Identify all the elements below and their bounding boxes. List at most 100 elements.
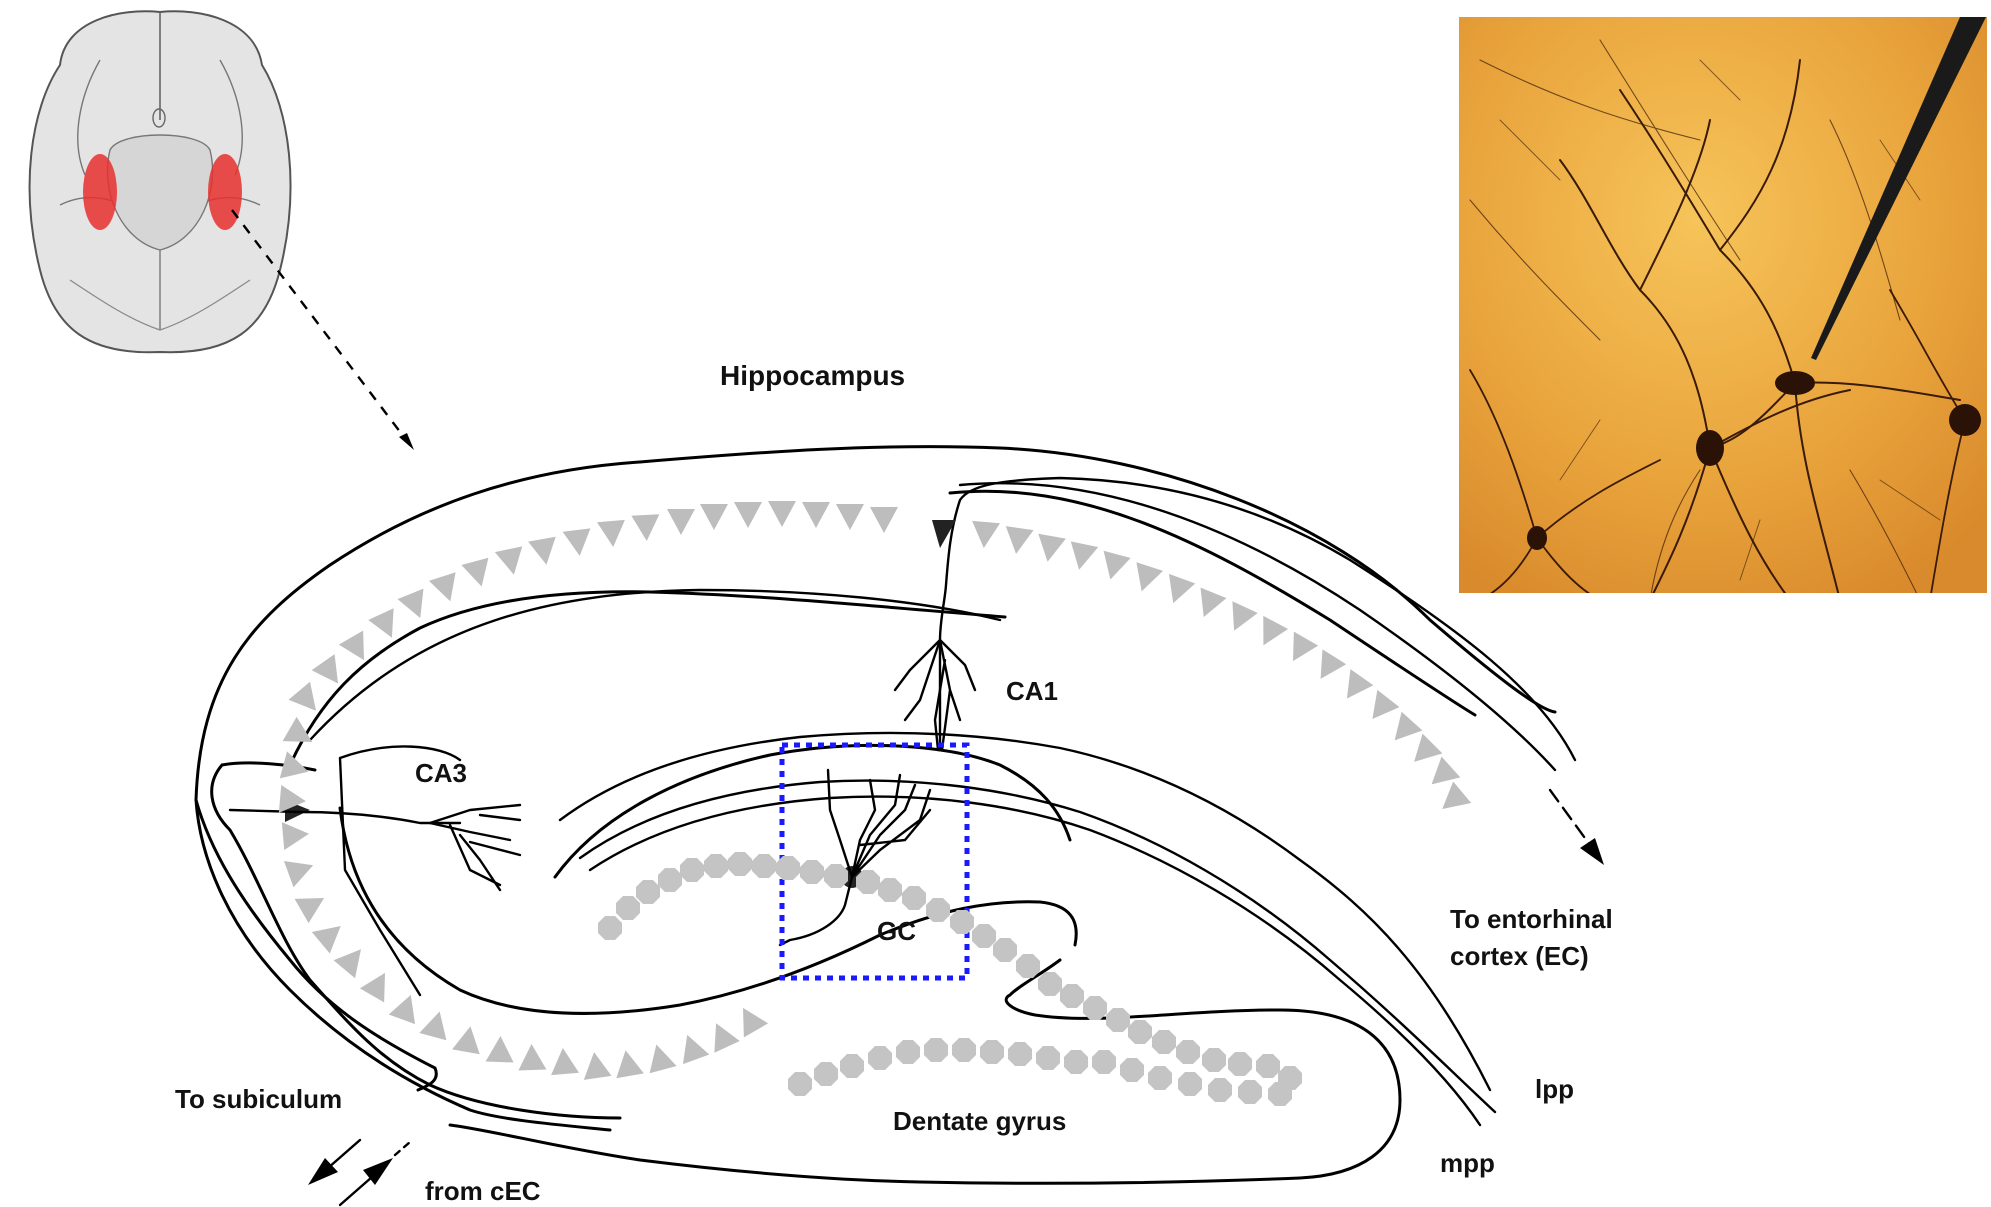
granule-cell-marker [1238,1080,1262,1104]
granule-cell-marker [680,858,704,882]
pyramidal-cell-marker [389,990,424,1024]
granule-cell-marker [1202,1048,1226,1072]
granule-cell-marker [924,1038,948,1062]
ca1-axon-to-ec [960,483,1555,770]
granule-cell-marker [1064,1050,1088,1074]
pyramidal-cell-marker [1097,551,1131,583]
hippocampus-outer-outline [196,447,1555,1130]
granule-cell-marker [980,1040,1004,1064]
ca3-axon [230,810,460,823]
granule-cell-marker [896,1040,920,1064]
pyramidal-cell-marker [597,520,627,548]
pyramidal-cell-marker [429,572,464,605]
pyramidal-cell-markers [279,501,1471,1080]
pyramidal-cell-marker [334,940,372,978]
granule-cell-marker [1120,1058,1144,1082]
pyramidal-cell-marker [1128,562,1163,595]
granule-cell-marker [1176,1040,1200,1064]
granule-cell-marker [1106,1008,1130,1032]
pyramidal-cell-marker [419,1008,453,1040]
granule-cell-marker [1148,1066,1172,1090]
pyramidal-cell-marker [580,1050,611,1080]
granule-cell-marker [1016,954,1040,978]
pyramidal-cell-marker [667,509,695,535]
mpp-label: mpp [1440,1148,1495,1178]
granule-cell-marker [704,854,728,878]
granule-cell-marker [658,868,682,892]
pyramidal-cell-marker [1034,534,1066,564]
granule-cell-marker [926,898,950,922]
pyramidal-cell-marker [1251,616,1288,652]
pyramidal-cell-marker [289,682,327,720]
pyramidal-cell-marker [1384,712,1422,750]
pyramidal-cell-marker [528,537,560,567]
pyramidal-cell-marker [1160,574,1195,608]
pyramidal-cell-marker [802,502,830,528]
pyramidal-cell-marker [731,1001,768,1038]
pyramidal-cell-marker [282,820,310,850]
perforant-path-line-1 [560,733,1490,1090]
granule-cell-marker [1036,1046,1060,1070]
pyramidal-cell-marker [1191,588,1227,623]
pyramidal-cell-marker [295,886,332,923]
granule-cell-marker [824,864,848,888]
granule-cell-marker [952,1038,976,1062]
subiculum-arrow-line [328,1140,360,1168]
granule-cell-marker [1092,1050,1116,1074]
pyramidal-cell-marker [674,1030,709,1064]
granule-cell-marker [1228,1052,1252,1076]
granule-cell-marker [902,886,926,910]
granule-cell-marker [788,1072,812,1096]
pyramidal-cell-marker [631,514,660,541]
gc-label: GC [877,916,916,946]
granule-cell-marker [950,910,974,934]
granule-cell-marker [1060,984,1084,1008]
pyramidal-cell-marker [549,1047,579,1075]
to-ec-label-line1: To entorhinal [1450,904,1613,934]
pyramidal-cell-marker [486,1036,515,1063]
pyramidal-cell-marker [703,1017,739,1052]
granule-cell-marker [598,916,622,940]
pyramidal-cell-marker [870,507,898,533]
pyramidal-cell-marker [461,558,495,590]
granule-cell-marker [868,1046,892,1070]
granule-cell-marker [616,896,640,920]
pyramidal-cell-marker [360,966,397,1003]
granule-cell-marker [1038,972,1062,996]
granule-cell-marker [1083,996,1107,1020]
ec-arrow-line [1550,790,1590,845]
granule-cell-marker [1178,1072,1202,1096]
granule-cell-marker [752,854,776,878]
granule-cell-marker [1256,1054,1280,1078]
granule-cell-marker [1008,1042,1032,1066]
pyramidal-cell-marker [1281,632,1318,669]
pyramidal-cell-marker [1221,601,1257,636]
granule-cell-marker [856,870,880,894]
granule-cell-marker [993,938,1017,962]
ca-inner-boundary [290,592,1005,765]
pyramidal-cell-marker [643,1041,677,1073]
granule-cell-marker [878,878,902,902]
pyramidal-cell-marker [284,852,318,887]
granule-cell-marker [800,860,824,884]
to-subiculum-label: To subiculum [175,1084,342,1114]
pyramidal-cell-marker [734,502,762,528]
pyramidal-cell-marker [1002,526,1033,556]
from-cec-label: from cEC [425,1176,541,1206]
granule-cell-marker [636,880,660,904]
schaffer-collateral [310,590,1000,740]
to-ec-label-line2: cortex (EC) [1450,941,1589,971]
pyramidal-cell-marker [1433,782,1471,820]
granule-cell-marker [1128,1020,1152,1044]
pyramidal-cell-marker [1309,649,1347,686]
pyramidal-cell-marker [518,1044,547,1071]
granule-cell-marker [776,856,800,880]
granule-cell-marker [814,1062,838,1086]
pyramidal-cell-marker [1404,734,1442,772]
dentate-molecular-boundary [555,745,1070,877]
pyramidal-cell-marker [1065,541,1098,572]
pyramidal-cell-marker [700,504,728,530]
pyramidal-cell-marker [563,528,594,557]
